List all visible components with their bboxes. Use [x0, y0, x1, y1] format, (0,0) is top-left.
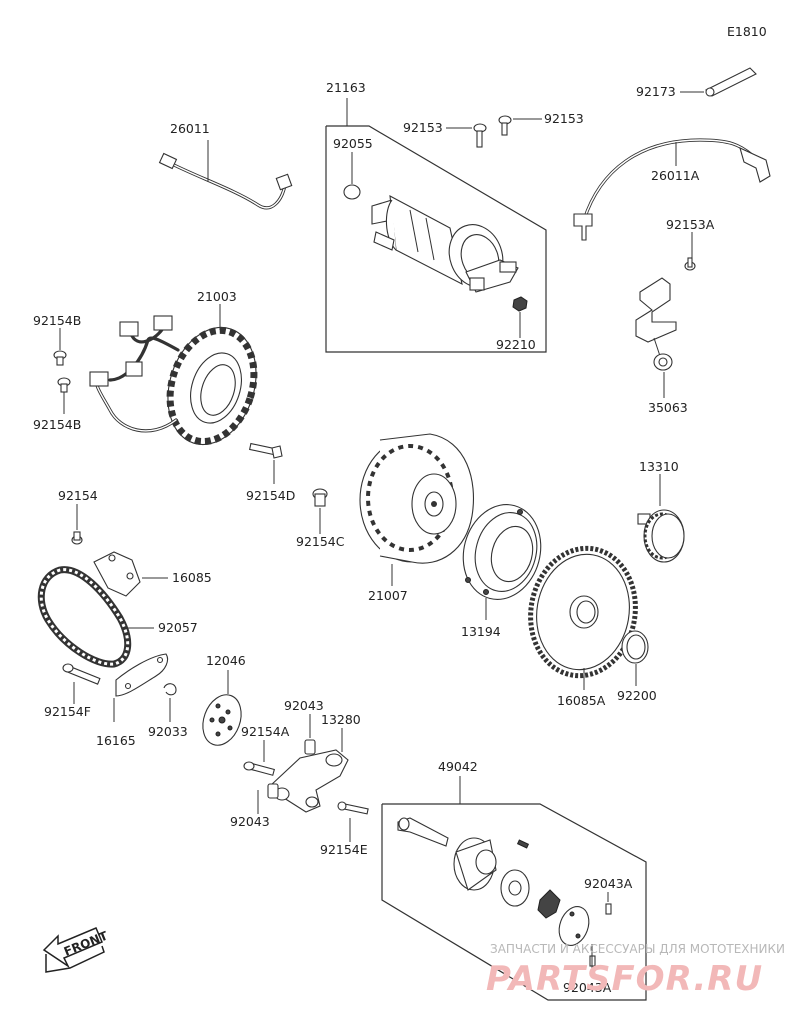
holder-13280[interactable]	[269, 749, 349, 813]
pin-92043-bottom[interactable]	[267, 783, 279, 799]
label-21007[interactable]: 21007	[368, 588, 408, 603]
label-49042[interactable]: 49042	[438, 759, 478, 774]
label-92154D[interactable]: 92154D	[246, 488, 295, 503]
label-92210[interactable]: 92210	[496, 337, 536, 352]
wire-lead-26011[interactable]	[158, 152, 293, 210]
screw-92154B-top[interactable]	[53, 350, 67, 366]
label-92154C[interactable]: 92154C	[296, 534, 345, 549]
starter-gear-16085A[interactable]	[521, 540, 646, 684]
front-direction-arrow: FRONT	[42, 927, 110, 973]
pin-92043A-top[interactable]	[605, 903, 612, 915]
group-box-21163	[325, 125, 547, 353]
o-ring-92055[interactable]	[343, 184, 361, 200]
circlip-92033[interactable]	[163, 683, 177, 696]
stator-21003[interactable]	[89, 315, 270, 456]
watermark-tagline: ЗАПЧАСТИ И АКСЕССУАРЫ ДЛЯ МОТОТЕХНИКИ	[490, 942, 785, 956]
starter-motor[interactable]	[371, 195, 519, 295]
label-92154A[interactable]: 92154A	[241, 724, 290, 739]
label-92043-top[interactable]: 92043	[284, 698, 324, 713]
bracket-35063[interactable]	[635, 277, 677, 371]
label-16165[interactable]: 16165	[96, 733, 136, 748]
label-13194[interactable]: 13194	[461, 624, 501, 639]
label-16085A[interactable]: 16085A	[557, 693, 606, 708]
cover-plate-16165[interactable]	[115, 653, 169, 697]
bendix-shaft[interactable]	[397, 817, 449, 847]
label-92153A[interactable]: 92153A	[666, 217, 715, 232]
label-13310[interactable]: 13310	[639, 459, 679, 474]
label-92057[interactable]: 92057	[158, 620, 198, 635]
bolt-92154A[interactable]	[243, 761, 276, 776]
diagram-code: E1810	[727, 24, 767, 39]
label-92033[interactable]: 92033	[148, 724, 188, 739]
sprocket-12046[interactable]	[196, 689, 248, 750]
label-92043A-bottom[interactable]: 92043A	[563, 980, 612, 995]
label-12046[interactable]: 12046	[206, 653, 246, 668]
label-92200[interactable]: 92200	[617, 688, 657, 703]
label-92055[interactable]: 92055	[333, 136, 373, 151]
cable-26011A[interactable]	[573, 138, 771, 241]
label-92173[interactable]: 92173	[636, 84, 676, 99]
nut-92210[interactable]	[512, 296, 528, 312]
bolt-92154E[interactable]	[337, 801, 369, 815]
label-92154F[interactable]: 92154F	[44, 704, 91, 719]
group-box-49042	[381, 803, 647, 1001]
bendix-clutch[interactable]	[500, 869, 530, 907]
label-92043-bottom[interactable]: 92043	[230, 814, 270, 829]
label-92153-left[interactable]: 92153	[403, 120, 443, 135]
label-21163[interactable]: 21163	[326, 80, 366, 95]
bolt-92154D[interactable]	[248, 442, 283, 459]
chain-guide-16085[interactable]	[93, 551, 141, 597]
bendix-housing[interactable]	[453, 837, 497, 891]
label-35063[interactable]: 35063	[648, 400, 688, 415]
bendix-gear[interactable]	[537, 889, 561, 919]
washer-92200[interactable]	[621, 630, 649, 664]
label-92154B-top[interactable]: 92154B	[33, 313, 81, 328]
label-92043A-top[interactable]: 92043A	[584, 876, 633, 891]
spring-pin[interactable]	[516, 839, 530, 849]
bendix-plate[interactable]	[554, 902, 594, 949]
watermark-logo: PARTSFOR.RU	[486, 959, 763, 999]
gear-shaft-13310[interactable]	[637, 509, 685, 563]
bolt-92154F[interactable]	[62, 663, 101, 685]
clutch-13194[interactable]	[453, 496, 551, 608]
label-21003[interactable]: 21003	[197, 289, 237, 304]
pin-92043-top[interactable]	[304, 739, 316, 755]
label-16085[interactable]: 16085	[172, 570, 212, 585]
screw-92154[interactable]	[71, 531, 83, 545]
chain-92057[interactable]	[37, 566, 132, 668]
bolt-92154C[interactable]	[312, 488, 328, 507]
band-92173[interactable]	[705, 67, 757, 97]
label-26011A[interactable]: 26011A	[651, 168, 700, 183]
label-13280[interactable]: 13280	[321, 712, 361, 727]
label-92154E[interactable]: 92154E	[320, 842, 368, 857]
label-92153-right[interactable]: 92153	[544, 111, 584, 126]
label-92154[interactable]: 92154	[58, 488, 98, 503]
bolt-92153A[interactable]	[684, 257, 696, 271]
bolt-92153-left[interactable]	[473, 123, 487, 148]
label-26011[interactable]: 26011	[170, 121, 210, 136]
rotor-21007[interactable]	[359, 433, 475, 564]
label-92154B-bottom[interactable]: 92154B	[33, 417, 81, 432]
bolt-92153-right[interactable]	[498, 115, 512, 136]
screw-92154B-bottom[interactable]	[57, 377, 71, 393]
